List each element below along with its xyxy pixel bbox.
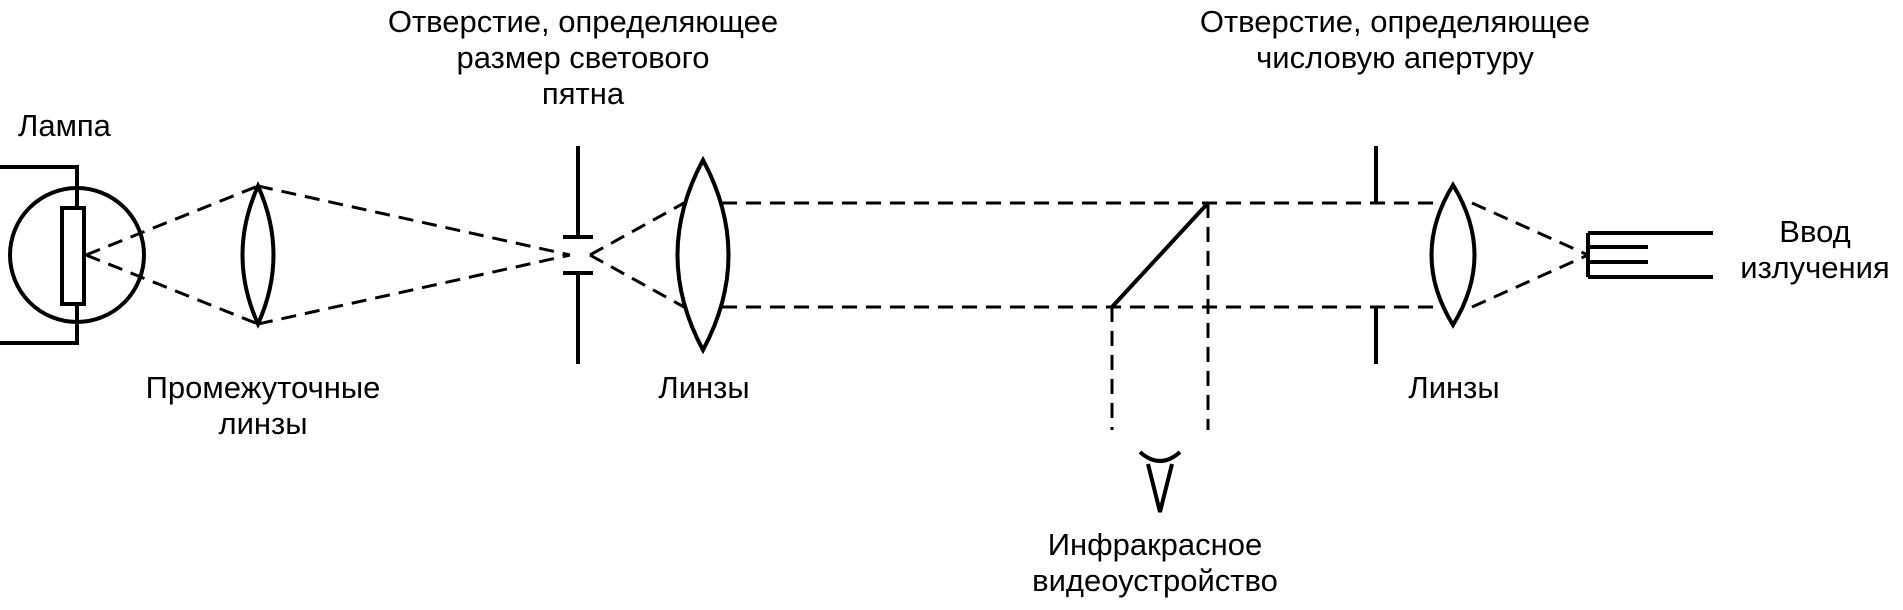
lamp-filament [60,206,86,306]
beam-paths [85,184,1589,430]
ir-video-device-label: Инфракрасное видеоустройство [1032,527,1278,598]
spot-aperture-label: Отверстие, определяющее размер светового… [387,4,779,111]
lamp-label: Лампа [18,108,111,143]
na-aperture-label: Отверстие, определяющее числовую апертур… [1199,4,1591,75]
focusing-lens [1429,181,1477,329]
fiber-input [1586,231,1713,279]
lenses-label-2: Линзы [1408,370,1500,405]
lenses-label-1: Линзы [658,370,750,405]
radiation-input-label: Ввод излучения [1740,214,1890,285]
lamp-symbol [0,165,146,345]
ir-eye-icon [1138,450,1182,513]
spot-size-aperture [563,146,593,364]
beam-splitter-mirror [1110,201,1210,309]
collimating-lens [675,155,731,355]
intermediate-lenses-label: Промежуточные линзы [145,370,381,441]
lamp-lead-bottom [0,304,79,345]
intermediate-lens [240,181,276,329]
lamp-lead-top [0,165,79,208]
